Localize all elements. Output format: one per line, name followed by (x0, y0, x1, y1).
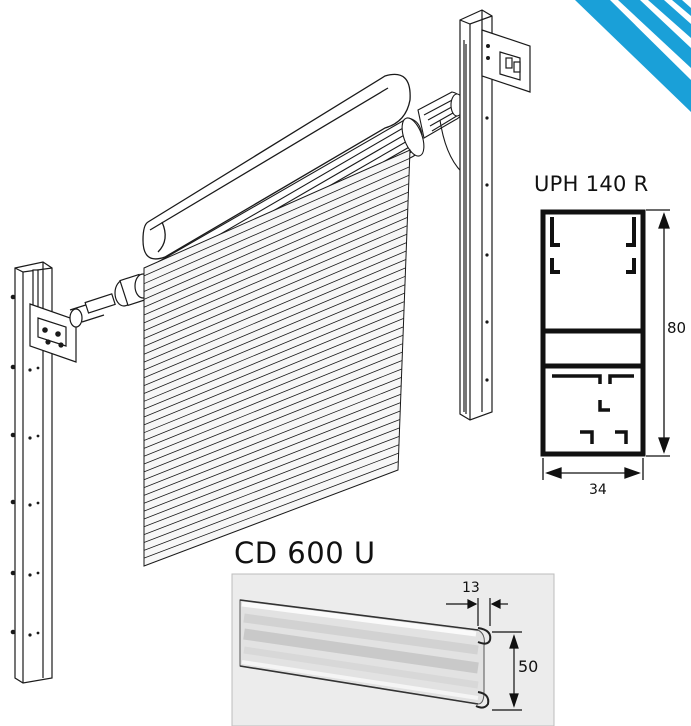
corner-stripes (575, 0, 691, 112)
uph-profile-label: UPH 140 R (534, 172, 649, 196)
curtain-slat-line (143, 217, 408, 332)
curtain-slat-line (143, 191, 409, 308)
curtain-slat-line (143, 368, 402, 473)
cd-profile-label: CD 600 U (234, 536, 376, 570)
cd-lip-dimension: 13 (462, 580, 480, 596)
curtain-slat-line (143, 419, 401, 520)
left-rail-holes (10, 294, 40, 637)
left-mounting-bracket (29, 303, 77, 363)
left-guide-rail (14, 261, 53, 684)
curtain-slat-line (143, 284, 406, 394)
curtain-slat-line (143, 385, 402, 488)
curtain-slat-line (143, 225, 408, 339)
curtain-slat-line (143, 410, 401, 512)
curtain-slat-line (143, 393, 401, 496)
curtain-slat-line (143, 200, 409, 316)
curtain-slat-line (143, 360, 403, 465)
curtain-slat-line (143, 166, 410, 285)
curtain-slat-line (143, 309, 405, 418)
right-rail-holes (485, 116, 489, 382)
cd-height-dimension: 50 (518, 657, 539, 676)
curtain-slat-line (143, 461, 399, 559)
top-roll-housing (142, 73, 411, 260)
curtain-slat-line (143, 351, 403, 457)
cd-profile-photo (231, 573, 555, 726)
curtain-slat-line (143, 275, 406, 387)
uph-dimension-lines (542, 209, 670, 480)
curtain-slat-line (143, 435, 400, 536)
uph-height-dimension: 80 (667, 319, 687, 337)
uph-width-dimension: 34 (589, 482, 607, 498)
curtain-slat-line (143, 301, 405, 410)
curtain-slat-line (143, 452, 399, 551)
curtain-slat-line (143, 343, 403, 449)
curtain-slat-line (143, 208, 408, 324)
curtain-slat-line (143, 158, 410, 277)
curtain-slat-line (143, 259, 407, 371)
curtain-slat-line (143, 334, 404, 441)
curtain-slat-line (143, 444, 400, 543)
curtain-slat-line (143, 267, 406, 379)
curtain-slat-line (143, 326, 404, 434)
right-mounting-bracket (481, 29, 531, 93)
curtain-slat-line (143, 402, 401, 504)
curtain-slat-line (143, 242, 407, 355)
uph-profile-section (540, 209, 646, 457)
curtain-slat-line (143, 250, 407, 363)
curtain-slat-line (143, 376, 402, 481)
curtain-slat-line (143, 233, 407, 347)
cd-dimension-lines (446, 598, 522, 711)
curtain-slat-line (143, 292, 405, 402)
curtain-slat-line (143, 427, 400, 528)
curtain-slat-line (143, 183, 409, 300)
right-guide-rail (459, 9, 493, 421)
curtain-slat-lines (143, 158, 410, 559)
curtain-slat-line (143, 174, 410, 292)
curtain-slat-line (143, 318, 404, 426)
axle-end-cap (69, 273, 152, 328)
